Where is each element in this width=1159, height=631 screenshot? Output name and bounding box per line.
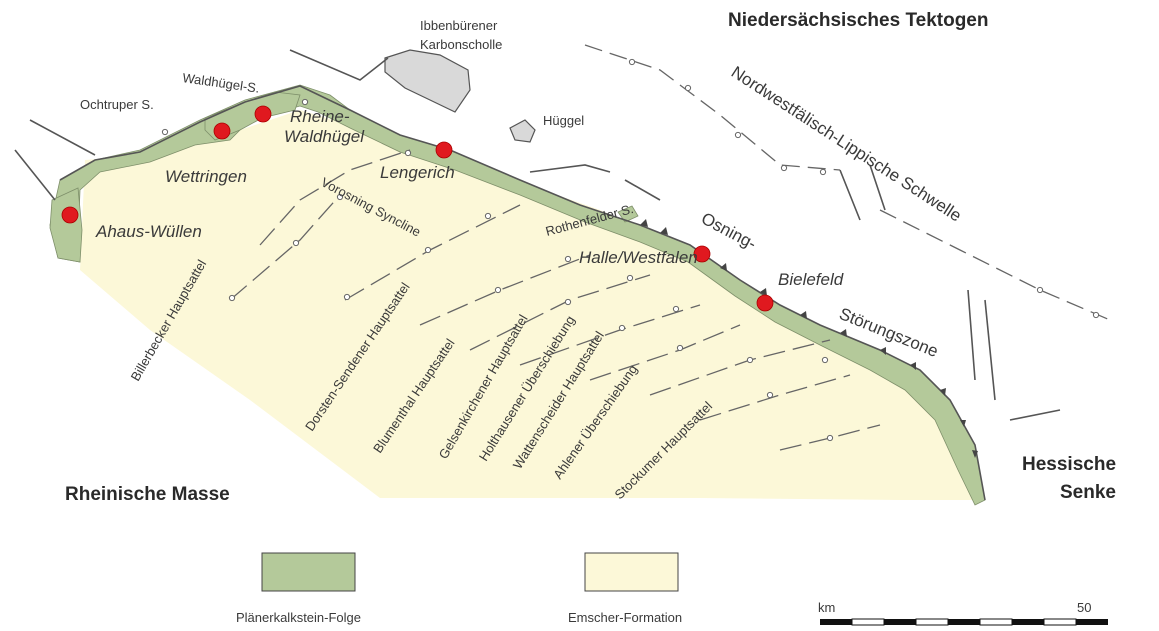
fault-nw-1 bbox=[29, 119, 96, 156]
waldhuegel-s-label: Waldhügel-S. bbox=[182, 70, 261, 96]
city-marker-ahaus bbox=[61, 206, 79, 224]
lengerich-label: Lengerich bbox=[380, 163, 455, 182]
city-marker-bielefeld bbox=[756, 294, 774, 312]
fault-ne-1 bbox=[624, 179, 661, 201]
fault-east-5 bbox=[1009, 409, 1061, 421]
region-hessische-label: Hessische bbox=[1022, 454, 1116, 475]
fault-east-1 bbox=[839, 169, 861, 221]
region-niedersachsen-label: Niedersächsisches Tektogen bbox=[728, 10, 988, 31]
city-marker-wettringen bbox=[213, 122, 231, 140]
wettringen-label: Wettringen bbox=[165, 167, 247, 186]
legend-swatch-emscher bbox=[584, 552, 679, 592]
hueggel-label: Hüggel bbox=[543, 113, 584, 128]
bielefeld-label: Bielefeld bbox=[778, 270, 844, 289]
emscher-area bbox=[80, 110, 985, 500]
axis-markers bbox=[161, 58, 1100, 442]
scale-unit-label: km bbox=[818, 600, 835, 615]
fault-east-2 bbox=[869, 164, 886, 211]
rheine-label-2: Waldhügel bbox=[284, 127, 365, 146]
legend-label-emscher: Emscher-Formation bbox=[568, 610, 682, 625]
city-marker-lengerich bbox=[435, 141, 453, 159]
city-marker-halle bbox=[693, 245, 711, 263]
ibbenbueren-block bbox=[384, 49, 471, 113]
axis-billerbeck bbox=[229, 194, 341, 301]
scale-bar bbox=[820, 618, 1108, 626]
osning-fault bbox=[59, 85, 986, 501]
scale-value-label: 50 bbox=[1077, 600, 1091, 615]
halle-label: Halle/Westfalen bbox=[579, 248, 698, 267]
region-swelle-label: Nordwestfälisch-Lippische Schwelle bbox=[728, 62, 965, 225]
ochtruper-s-label: Ochtruper S. bbox=[80, 97, 154, 112]
fault-east-3 bbox=[967, 289, 976, 381]
city-marker-rheine bbox=[254, 105, 272, 123]
axis-vorosning bbox=[259, 149, 411, 246]
ibbenbueren-label-1: Ibbenbürener bbox=[420, 18, 498, 33]
plaener-patch-ahaus bbox=[49, 187, 83, 263]
region-rheinische-masse-label: Rheinische Masse bbox=[65, 484, 230, 505]
fault-hueggel bbox=[529, 164, 611, 173]
legend-label-plaener: Plänerkalkstein-Folge bbox=[236, 610, 361, 625]
osning-label: Osning- bbox=[698, 209, 759, 254]
rheine-label-1: Rheine- bbox=[290, 107, 350, 126]
fault-north-1 bbox=[289, 49, 389, 81]
axis-stockum bbox=[699, 374, 851, 421]
axis-swelle-2 bbox=[879, 209, 1111, 321]
ahaus-label: Ahaus-Wüllen bbox=[95, 222, 202, 241]
ibbenbueren-label-2: Karbonscholle bbox=[420, 37, 502, 52]
axis-blumenthal bbox=[419, 254, 591, 326]
fault-east-4 bbox=[984, 299, 996, 401]
hueggel-block bbox=[509, 119, 536, 143]
legend-swatch-plaener bbox=[261, 552, 356, 592]
fault-nw-2 bbox=[14, 149, 56, 201]
region-senke-label: Senke bbox=[1060, 482, 1116, 503]
